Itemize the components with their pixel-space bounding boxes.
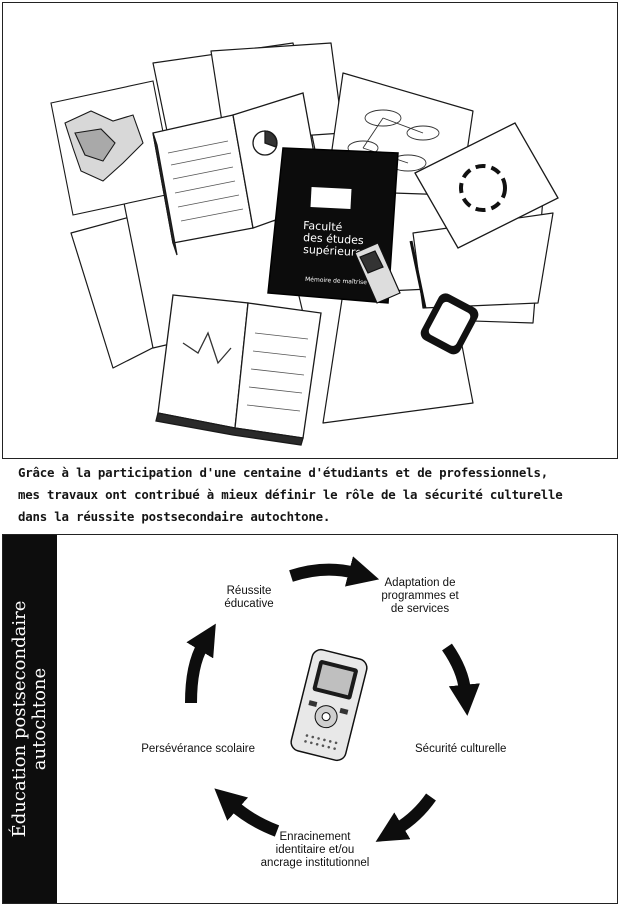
cycle-arrow	[233, 805, 277, 831]
cycle-diagram: Éducation postsecondaire autochtone	[2, 534, 618, 904]
cycle-arrow	[291, 570, 355, 576]
caption-line: dans la réussite postsecondaire autochto…	[18, 506, 608, 528]
caption-line: mes travaux ont contribué à mieux défini…	[18, 484, 608, 506]
cycle-arrow	[447, 647, 465, 691]
cycle-step-enracinement: Enracinement identitaire et/ou ancrage i…	[235, 831, 395, 870]
caption: Grâce à la participation d'une centaine …	[18, 462, 608, 528]
cycle-step-securite: Sécurité culturelle	[415, 743, 545, 756]
cycle-arrow	[397, 797, 431, 829]
caption-line: Grâce à la participation d'une centaine …	[18, 462, 608, 484]
cycle-step-reussite: Réussite éducative	[191, 585, 307, 611]
cycle-step-perseverance: Persévérance scolaire	[95, 743, 255, 756]
cycle-arrow	[191, 645, 203, 703]
open-notebook-bottom	[156, 295, 321, 445]
voice-recorder-icon	[289, 648, 368, 762]
research-materials-illustration: Faculté des études supérieures Mémoire d…	[2, 2, 618, 459]
cycle-step-adaptation: Adaptation de programmes et de services	[365, 577, 475, 616]
